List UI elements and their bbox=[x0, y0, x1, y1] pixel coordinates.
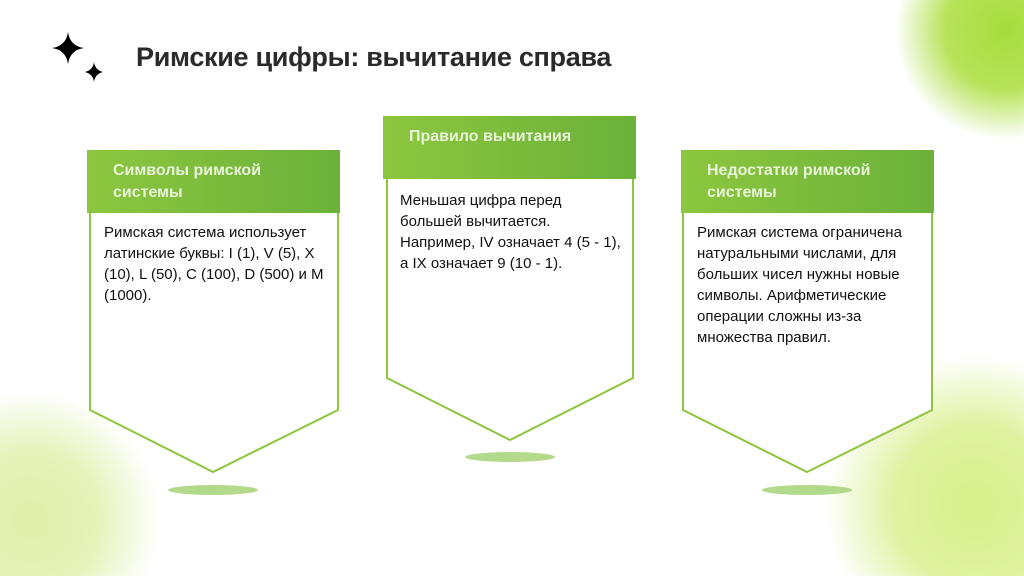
card-body-symbols: Римская система использует латинские бук… bbox=[104, 224, 324, 304]
card-header-drawbacks: Недостатки римской системы bbox=[681, 150, 934, 213]
card-body-drawbacks: Римская система ограничена натуральными … bbox=[697, 224, 902, 346]
card-shadow bbox=[168, 485, 258, 495]
card-shadow bbox=[762, 485, 852, 495]
card-shadow bbox=[465, 452, 555, 462]
page-title: Римские цифры: вычитание справа bbox=[136, 42, 612, 72]
card-body-subtraction-rule: Меньшая цифра перед большей вычитается. … bbox=[400, 192, 621, 272]
card-header-subtraction-rule: Правило вычитания bbox=[383, 116, 636, 179]
sparkle-icon bbox=[52, 32, 103, 82]
card-header-symbols: Символы римской системы bbox=[87, 150, 340, 213]
